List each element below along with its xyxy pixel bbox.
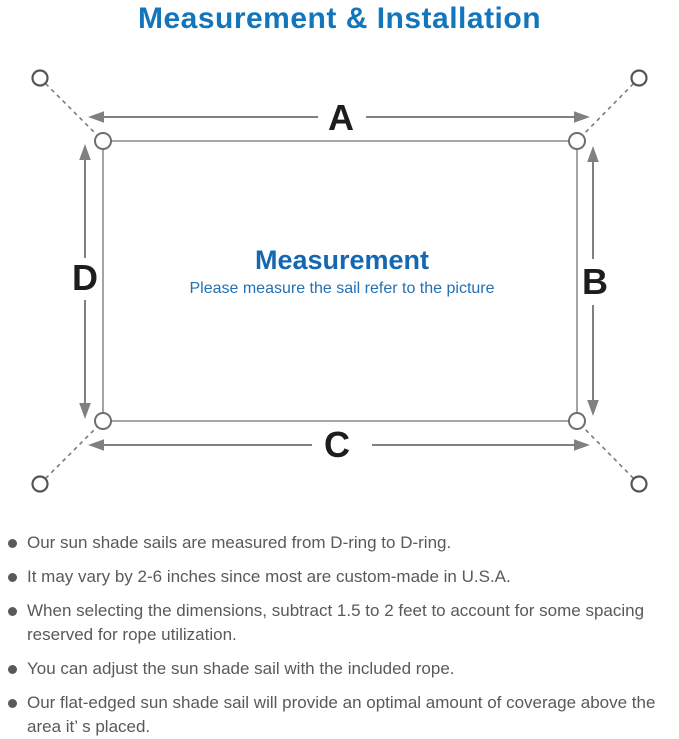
d-ring-icon [568, 132, 586, 150]
list-item: You can adjust the sun shade sail with t… [8, 657, 673, 681]
rope-top-right [576, 77, 640, 142]
anchor-point-icon [31, 69, 49, 87]
bullet-icon [8, 607, 17, 616]
sail-outline [102, 140, 578, 422]
d-ring-icon [568, 412, 586, 430]
dimension-arrows [79, 111, 599, 451]
anchor-point-icon [630, 69, 648, 87]
note-text: You can adjust the sun shade sail with t… [27, 659, 455, 678]
list-item: It may vary by 2-6 inches since most are… [8, 565, 673, 589]
side-label-b: B [582, 261, 608, 302]
rope-dashed-lines [39, 77, 640, 485]
arrowhead-right-icon [574, 439, 590, 451]
sail-measurement-diagram: A B C D Measurement Please measure the s… [31, 69, 648, 493]
rope-top-left [39, 77, 104, 142]
note-text: When selecting the dimensions, subtract … [27, 601, 645, 644]
arrowhead-up-icon [79, 144, 91, 160]
note-text: Our sun shade sails are measured from D-… [27, 533, 452, 552]
d-ring-icons [94, 132, 586, 430]
note-text: It may vary by 2-6 inches since most are… [27, 567, 511, 586]
arrowhead-down-icon [79, 403, 91, 419]
bullet-icon [8, 539, 17, 548]
list-item: Our flat-edged sun shade sail will provi… [8, 691, 673, 739]
anchor-point-icon [630, 475, 648, 493]
notes-list: Our sun shade sails are measured from D-… [0, 531, 679, 739]
d-ring-icon [94, 132, 112, 150]
diagram-center-caption: Please measure the sail refer to the pic… [189, 280, 494, 297]
bullet-icon [8, 699, 17, 708]
rope-bottom-right [576, 420, 640, 485]
diagram-center-title: Measurement [255, 245, 429, 275]
anchor-point-icon [31, 475, 49, 493]
note-text: Our flat-edged sun shade sail will provi… [27, 693, 656, 736]
list-item: When selecting the dimensions, subtract … [8, 599, 673, 647]
list-item: Our sun shade sails are measured from D-… [8, 531, 673, 555]
arrowhead-right-icon [574, 111, 590, 123]
side-label-c: C [324, 424, 350, 465]
page-title: Measurement & Installation [137, 2, 542, 35]
side-label-a: A [328, 97, 354, 138]
arrowhead-left-icon [88, 439, 104, 451]
arrowhead-down-icon [587, 400, 599, 416]
bullet-icon [8, 573, 17, 582]
anchor-point-icons [31, 69, 648, 493]
d-ring-icon [94, 412, 112, 430]
side-label-d: D [72, 257, 98, 298]
bullet-icon [8, 665, 17, 674]
arrowhead-left-icon [88, 111, 104, 123]
rope-bottom-left [39, 420, 104, 485]
arrowhead-up-icon [587, 146, 599, 162]
